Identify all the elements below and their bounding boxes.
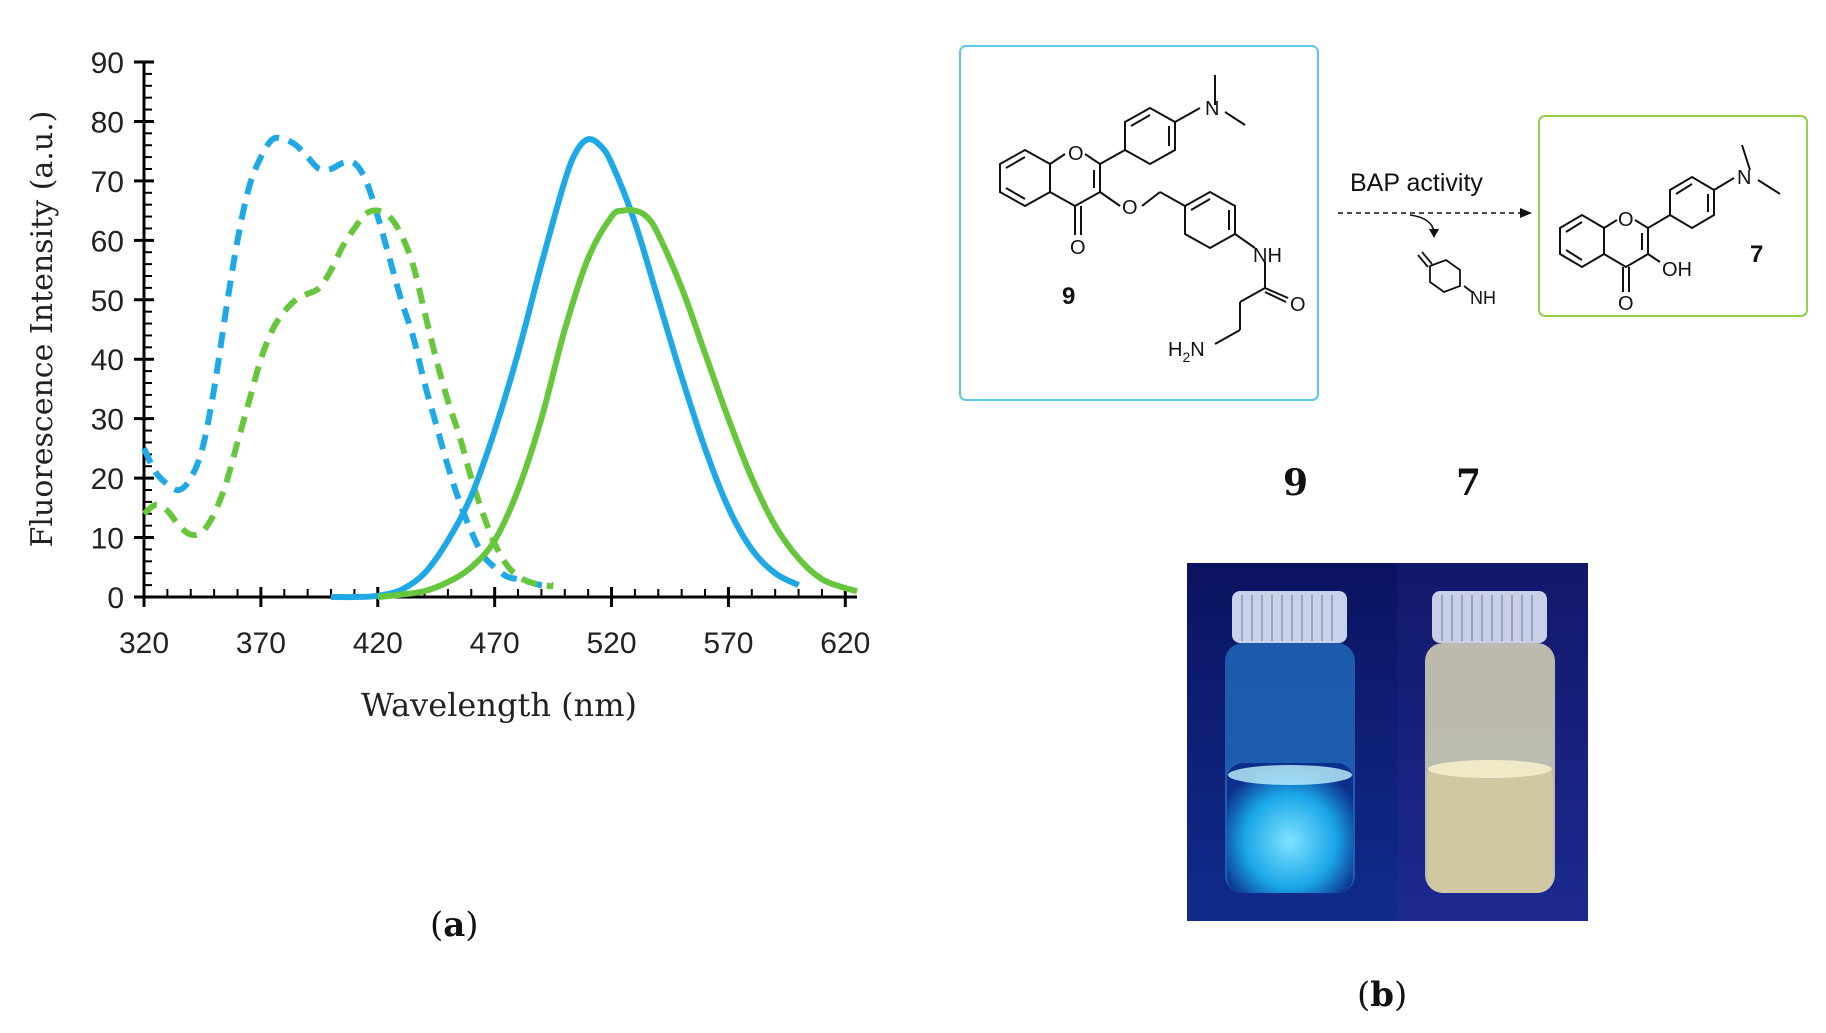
- atom-n-dimethyl-7: N: [1737, 167, 1751, 189]
- x-tick-label: 420: [353, 627, 403, 660]
- x-tick-label: 570: [703, 627, 753, 660]
- y-axis-label: Fluorescence Intensity (a.u.): [25, 111, 60, 548]
- panel-b-open-paren: (: [1357, 975, 1371, 1015]
- series-line-3: [330, 136, 800, 601]
- vials-photo-drawing: [1187, 563, 1588, 921]
- atom-h2n-9: H2N: [1168, 339, 1205, 365]
- y-tick-label: 60: [91, 225, 124, 258]
- chart-series: [141, 134, 858, 601]
- x-axis-label: Wavelength (nm): [361, 686, 637, 724]
- panel-b-close-paren: ): [1394, 975, 1408, 1015]
- compound-9-structure: [999, 75, 1289, 345]
- compound-9-number: 9: [1062, 283, 1075, 310]
- vial-label-7: 7: [1456, 462, 1482, 504]
- compound-7-structure: [1559, 144, 1781, 292]
- series-line-1: [141, 134, 554, 589]
- y-tick-label: 0: [107, 582, 124, 615]
- y-tick-label: 40: [91, 344, 124, 377]
- panel-a-open-paren: (: [430, 905, 444, 945]
- reaction-scheme: O O O N NH O H2N 9 BAP activity NH: [959, 45, 1808, 401]
- atom-n-dimethyl-9: N: [1205, 98, 1219, 120]
- vial-7: [1425, 591, 1555, 893]
- y-tick-label: 20: [91, 463, 124, 496]
- y-tick-label: 50: [91, 285, 124, 318]
- byproduct-structure: [1417, 251, 1473, 294]
- series-line-4: [377, 206, 858, 600]
- x-tick-label: 520: [587, 627, 637, 660]
- panel-a-letter: a: [443, 905, 466, 945]
- panel-b-label: (b): [1357, 975, 1407, 1015]
- y-tick-label: 80: [91, 106, 124, 139]
- vials-photo: [1187, 563, 1588, 921]
- compound-9-box: [959, 45, 1319, 401]
- atom-o-amide-9: O: [1290, 294, 1306, 316]
- vial-label-9: 9: [1283, 462, 1309, 504]
- vial-9: [1225, 591, 1355, 893]
- series-line-2: [142, 207, 554, 590]
- atom-o-ring-7: O: [1618, 209, 1634, 231]
- panel-b-letter: b: [1370, 975, 1395, 1015]
- atom-oh-7: OH: [1662, 259, 1692, 281]
- fluorescence-chart: 0 10 20 30 40 50 60 70 80 90 320 370 420 470 520 570 620…: [25, 47, 871, 724]
- y-tick-label: 10: [91, 523, 124, 556]
- reagent-label: BAP activity: [1350, 169, 1483, 197]
- compound-7-box: [1538, 115, 1808, 317]
- atom-nh-9: NH: [1253, 245, 1282, 267]
- x-tick-label: 470: [470, 627, 520, 660]
- y-tick-label: 30: [91, 404, 124, 437]
- panel-a-close-paren: ): [465, 905, 479, 945]
- atom-nh-byproduct: NH: [1470, 288, 1496, 308]
- reaction-arrowhead: [1520, 208, 1532, 218]
- atom-o-ketone-9: O: [1070, 237, 1086, 259]
- x-tick-label: 320: [119, 627, 169, 660]
- chart-axes: 0 10 20 30 40 50 60 70 80 90 320 370 420 470 520 570 620: [91, 47, 871, 660]
- compound-7-number: 7: [1750, 241, 1763, 268]
- panel-a-label: (a): [430, 905, 479, 945]
- atom-o-ether-9: O: [1122, 197, 1138, 219]
- atom-o-ring-9: O: [1068, 143, 1084, 165]
- x-tick-label: 620: [820, 627, 870, 660]
- x-tick-label: 370: [236, 627, 286, 660]
- y-tick-label: 90: [91, 47, 124, 80]
- atom-o-ketone-7: O: [1618, 293, 1634, 315]
- y-tick-label: 70: [91, 166, 124, 199]
